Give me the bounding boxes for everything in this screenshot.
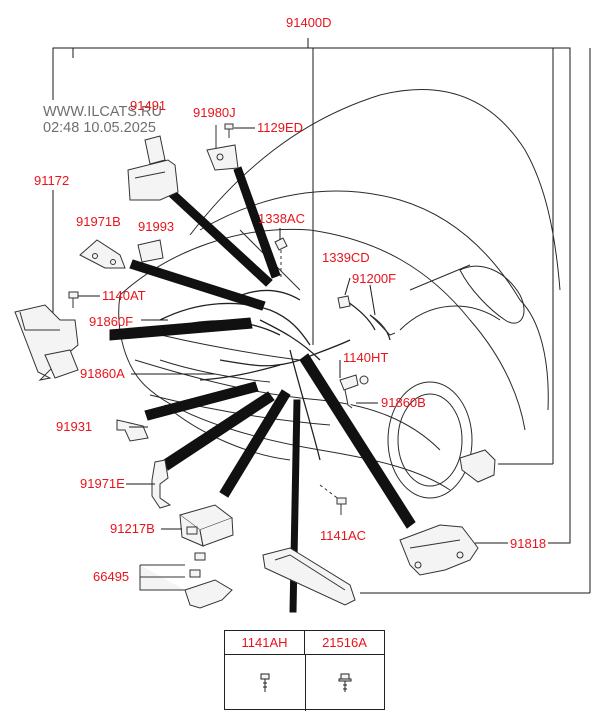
harness-91860b-drawing <box>339 374 359 409</box>
legend-icons <box>260 673 352 692</box>
part-label-1140ht[interactable]: 1140HT <box>343 350 389 365</box>
clip-91993-drawing <box>137 239 164 263</box>
legend-divider <box>305 655 306 711</box>
bracket-91172-drawing <box>14 304 79 381</box>
label-leaders <box>78 127 508 544</box>
callout-wedges <box>109 166 416 613</box>
bracket-91980j-drawing <box>206 125 239 171</box>
relay-66495-drawing <box>139 552 233 609</box>
part-label-91860b[interactable]: 91860B <box>381 395 426 410</box>
bracket-fender-drawing <box>459 449 496 483</box>
part-label-91491[interactable]: 91491 <box>130 98 167 113</box>
part-label-91860a[interactable]: 91860A <box>80 366 125 381</box>
bracket-91971b-drawing <box>79 239 126 269</box>
part-label-91860f[interactable]: 91860F <box>89 314 134 329</box>
part-label-91971b[interactable]: 91971B <box>76 214 121 229</box>
duct-cover-drawing <box>262 547 356 606</box>
watermark-timestamp: 02:48 10.05.2025 <box>43 120 156 136</box>
part-label-91980j[interactable]: 91980J <box>193 105 236 120</box>
part-label-91200f[interactable]: 91200F <box>352 271 397 286</box>
nut-1140ht-drawing <box>359 375 369 385</box>
part-label-1339cd[interactable]: 1339CD <box>322 250 370 265</box>
car-body-outline <box>118 89 561 499</box>
part-label-1338ac[interactable]: 1338AC <box>258 211 305 226</box>
bracket-91931-drawing <box>116 419 149 442</box>
legend-cell-1141ah[interactable]: 1141AH <box>225 631 305 655</box>
part-label-91818[interactable]: 91818 <box>510 536 547 551</box>
part-label-91400d[interactable]: 91400D <box>286 15 332 30</box>
relay-91217b-drawing <box>178 504 234 547</box>
bolt-icon <box>260 673 270 692</box>
part-label-91931[interactable]: 91931 <box>56 419 93 434</box>
bolt-1129ed-drawing <box>224 123 234 138</box>
flange-bolt-icon <box>338 673 352 692</box>
legend-table: 1141AH 21516A <box>224 630 385 711</box>
bracket-91971e-drawing <box>151 459 172 509</box>
harness-91200f-drawing <box>369 314 396 336</box>
leader-91400d-frame <box>52 38 591 594</box>
part-label-91971e[interactable]: 91971E <box>80 476 125 491</box>
part-label-66495[interactable]: 66495 <box>93 569 130 584</box>
part-label-1129ed[interactable]: 1129ED <box>257 120 304 135</box>
bolt-1140at-drawing <box>68 291 79 308</box>
watermark-site: WWW.ILCATS.RU <box>43 104 162 120</box>
part-label-1140at[interactable]: 1140AT <box>102 288 146 303</box>
cap-1339cd-drawing <box>337 295 351 309</box>
bolt-1141ac-drawing <box>319 484 347 515</box>
part-label-91993[interactable]: 91993 <box>138 219 175 234</box>
legend-cell-21516a[interactable]: 21516A <box>305 631 384 655</box>
cover-91818-drawing <box>399 524 479 576</box>
part-label-1141ac[interactable]: 1141AC <box>320 528 367 543</box>
bracket-91491-drawing <box>127 135 179 201</box>
part-label-91172[interactable]: 91172 <box>34 173 70 188</box>
part-label-91217b[interactable]: 91217B <box>110 521 155 536</box>
